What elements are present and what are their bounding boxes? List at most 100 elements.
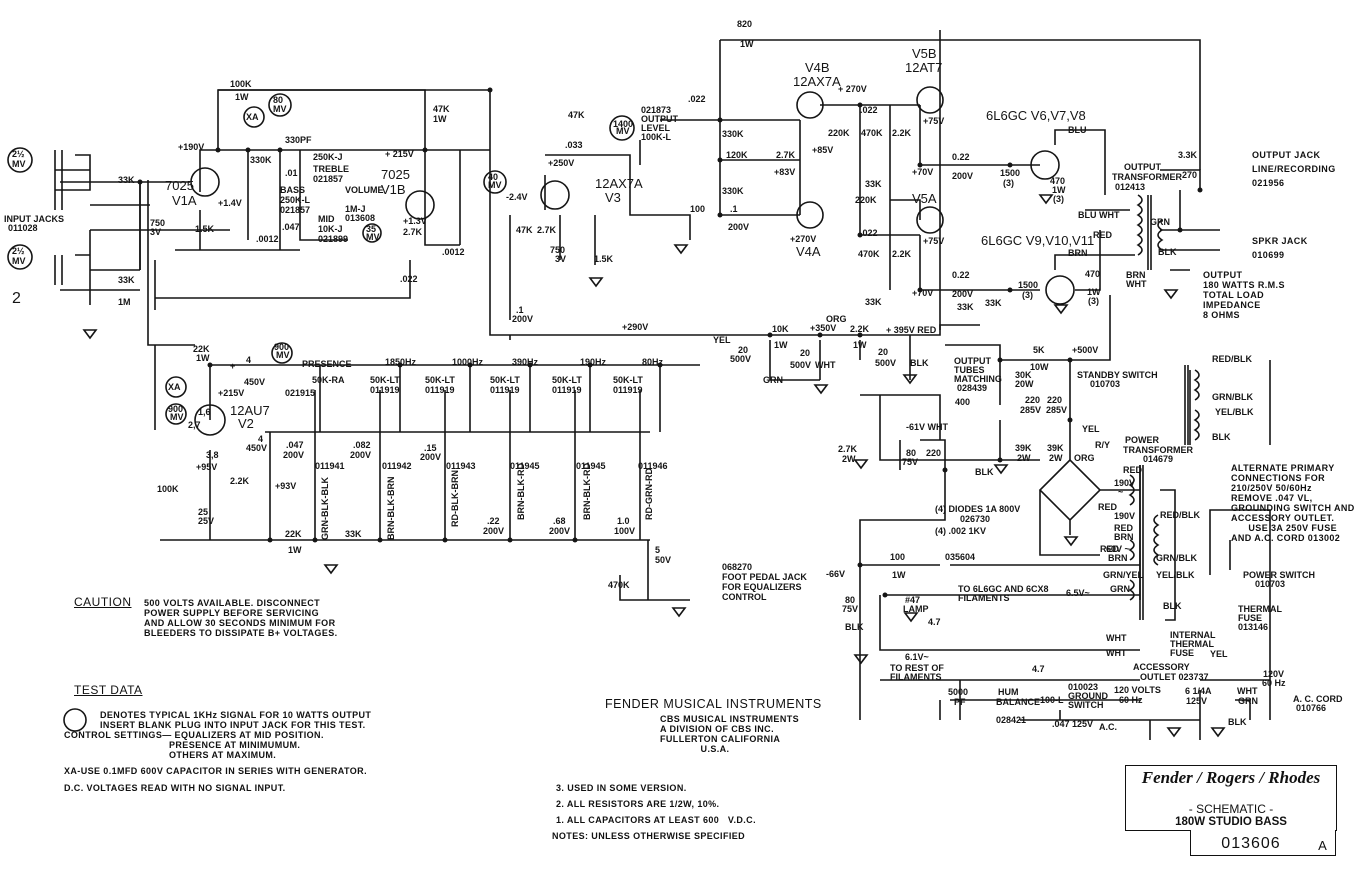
- svg-text:HUM: HUM: [998, 687, 1019, 697]
- svg-text:RED: RED: [1123, 465, 1143, 475]
- svg-text:TO 6L6GC AND 6CX8: TO 6L6GC AND 6CX8: [958, 584, 1049, 594]
- svg-text:2.2K: 2.2K: [892, 249, 912, 259]
- svg-text:+83V: +83V: [774, 167, 795, 177]
- svg-text:250K-L: 250K-L: [280, 195, 311, 205]
- svg-text:+70V: +70V: [912, 288, 933, 298]
- svg-text:INPUT JACKS: INPUT JACKS: [4, 214, 64, 224]
- part-number: 013606: [1221, 835, 1281, 852]
- svg-text:YEL/BLK: YEL/BLK: [1156, 570, 1195, 580]
- transformers: [1128, 194, 1200, 620]
- svg-text:BLK: BLK: [975, 467, 994, 477]
- svg-text:750: 750: [550, 245, 565, 255]
- svg-text:220K: 220K: [828, 128, 850, 138]
- svg-text:WHT: WHT: [1237, 686, 1258, 696]
- svg-text:MV: MV: [616, 126, 630, 136]
- svg-text:6L6GC V6,V7,V8: 6L6GC V6,V7,V8: [986, 108, 1086, 123]
- svg-text:011946: 011946: [638, 461, 668, 471]
- svg-text:GRN: GRN: [1110, 584, 1130, 594]
- svg-text:021915: 021915: [285, 388, 315, 398]
- svg-text:2.7K: 2.7K: [776, 150, 796, 160]
- svg-text:750: 750: [150, 218, 165, 228]
- svg-text:RED: RED: [1098, 502, 1118, 512]
- tube-v4b: [796, 91, 824, 119]
- svg-text:LAMP: LAMP: [903, 604, 929, 614]
- svg-text:+ 215V: + 215V: [385, 149, 414, 159]
- svg-text:200V: 200V: [283, 450, 304, 460]
- svg-text:FOOT PEDAL JACK: FOOT PEDAL JACK: [722, 572, 807, 582]
- svg-text:068270: 068270: [722, 562, 752, 572]
- svg-text:190V: 190V: [1114, 511, 1135, 521]
- svg-text:.082: .082: [353, 440, 371, 450]
- svg-text:WHT: WHT: [1106, 633, 1127, 643]
- svg-text:TRANSFORMER: TRANSFORMER: [1112, 172, 1182, 182]
- svg-text:60 Hz: 60 Hz: [1262, 678, 1286, 688]
- svg-text:GRN: GRN: [763, 375, 783, 385]
- svg-text:011919: 011919: [370, 385, 400, 395]
- svg-text:RED: RED: [1093, 230, 1113, 240]
- ground-symbols: [82, 194, 1226, 738]
- svg-text:V2: V2: [238, 416, 254, 431]
- svg-text:60V ~: 60V ~: [1106, 544, 1130, 554]
- svg-text:ACCESSORY: ACCESSORY: [1133, 662, 1190, 672]
- svg-text:V3: V3: [605, 190, 621, 205]
- svg-text:100-L: 100-L: [1040, 695, 1064, 705]
- svg-text:10K: 10K: [772, 324, 789, 334]
- svg-text:BRN: BRN: [1068, 248, 1088, 258]
- svg-text:028439: 028439: [957, 383, 987, 393]
- svg-text:011028: 011028: [8, 223, 38, 233]
- svg-text:PF: PF: [954, 697, 966, 707]
- notes-header: NOTES: UNLESS OTHERWISE SPECIFIED: [552, 831, 746, 841]
- svg-text:7025: 7025: [165, 178, 194, 193]
- svg-text:014679: 014679: [1143, 454, 1173, 464]
- svg-text:60 Hz: 60 Hz: [1119, 695, 1143, 705]
- svg-text:011919: 011919: [490, 385, 520, 395]
- svg-text:-61V WHT: -61V WHT: [906, 422, 949, 432]
- svg-text:BLU WHT: BLU WHT: [1078, 210, 1120, 220]
- svg-text:1500: 1500: [1018, 280, 1038, 290]
- svg-text:+75V: +75V: [923, 116, 944, 126]
- svg-text:MV: MV: [12, 159, 26, 169]
- svg-text:YEL: YEL: [1210, 649, 1228, 659]
- svg-text:500V: 500V: [730, 354, 751, 364]
- svg-text:1W: 1W: [740, 39, 754, 49]
- svg-text:200V: 200V: [512, 314, 533, 324]
- svg-text:PRESENCE: PRESENCE: [302, 359, 352, 369]
- svg-text:200V: 200V: [549, 526, 570, 536]
- svg-text:0.22: 0.22: [952, 270, 970, 280]
- svg-text:+290V: +290V: [622, 322, 648, 332]
- svg-text:+1.4V: +1.4V: [218, 198, 242, 208]
- svg-text:.022: .022: [688, 94, 706, 104]
- svg-text:450V: 450V: [244, 377, 265, 387]
- svg-text:2W: 2W: [842, 454, 856, 464]
- svg-text:RD-BLK-BRN: RD-BLK-BRN: [450, 470, 460, 527]
- svg-text:OUTPUT: OUTPUT: [1124, 162, 1162, 172]
- alternate-primary-note: ALTERNATE PRIMARY CONNECTIONS FOR 210/25…: [1231, 463, 1355, 543]
- svg-text:.047: .047: [286, 440, 304, 450]
- svg-text:POWER SWITCH: POWER SWITCH: [1243, 570, 1315, 580]
- svg-text:22K: 22K: [193, 344, 210, 354]
- svg-text:.22: .22: [487, 516, 500, 526]
- output-jack-label: OUTPUT JACK LINE/RECORDING 021956: [1252, 150, 1336, 188]
- svg-text:5000: 5000: [948, 687, 968, 697]
- manufacturer-line-1: CBS MUSICAL INSTRUMENTS: [660, 714, 800, 724]
- svg-text:35: 35: [366, 224, 376, 234]
- svg-text:011919: 011919: [613, 385, 643, 395]
- svg-text:021873: 021873: [641, 105, 671, 115]
- svg-text:470K: 470K: [608, 580, 630, 590]
- tube-v5a: [916, 206, 944, 234]
- svg-text:40: 40: [488, 172, 498, 182]
- caution-heading: CAUTION: [74, 595, 132, 609]
- svg-text:120 VOLTS: 120 VOLTS: [1114, 685, 1161, 695]
- tube-v3: [540, 180, 570, 210]
- svg-text:39K: 39K: [1015, 443, 1032, 453]
- svg-text:TO REST OF: TO REST OF: [890, 663, 944, 673]
- svg-text:.033: .033: [565, 140, 583, 150]
- svg-text:2.2K: 2.2K: [892, 128, 912, 138]
- svg-text:011945: 011945: [576, 461, 606, 471]
- svg-text:BRN-BLK-RD: BRN-BLK-RD: [582, 463, 592, 520]
- svg-text:BLK: BLK: [845, 622, 864, 632]
- svg-text:R/Y: R/Y: [1095, 440, 1110, 450]
- svg-text:33K: 33K: [985, 298, 1002, 308]
- svg-text:FOR EQUALIZERS: FOR EQUALIZERS: [722, 582, 802, 592]
- svg-text:33K: 33K: [118, 175, 135, 185]
